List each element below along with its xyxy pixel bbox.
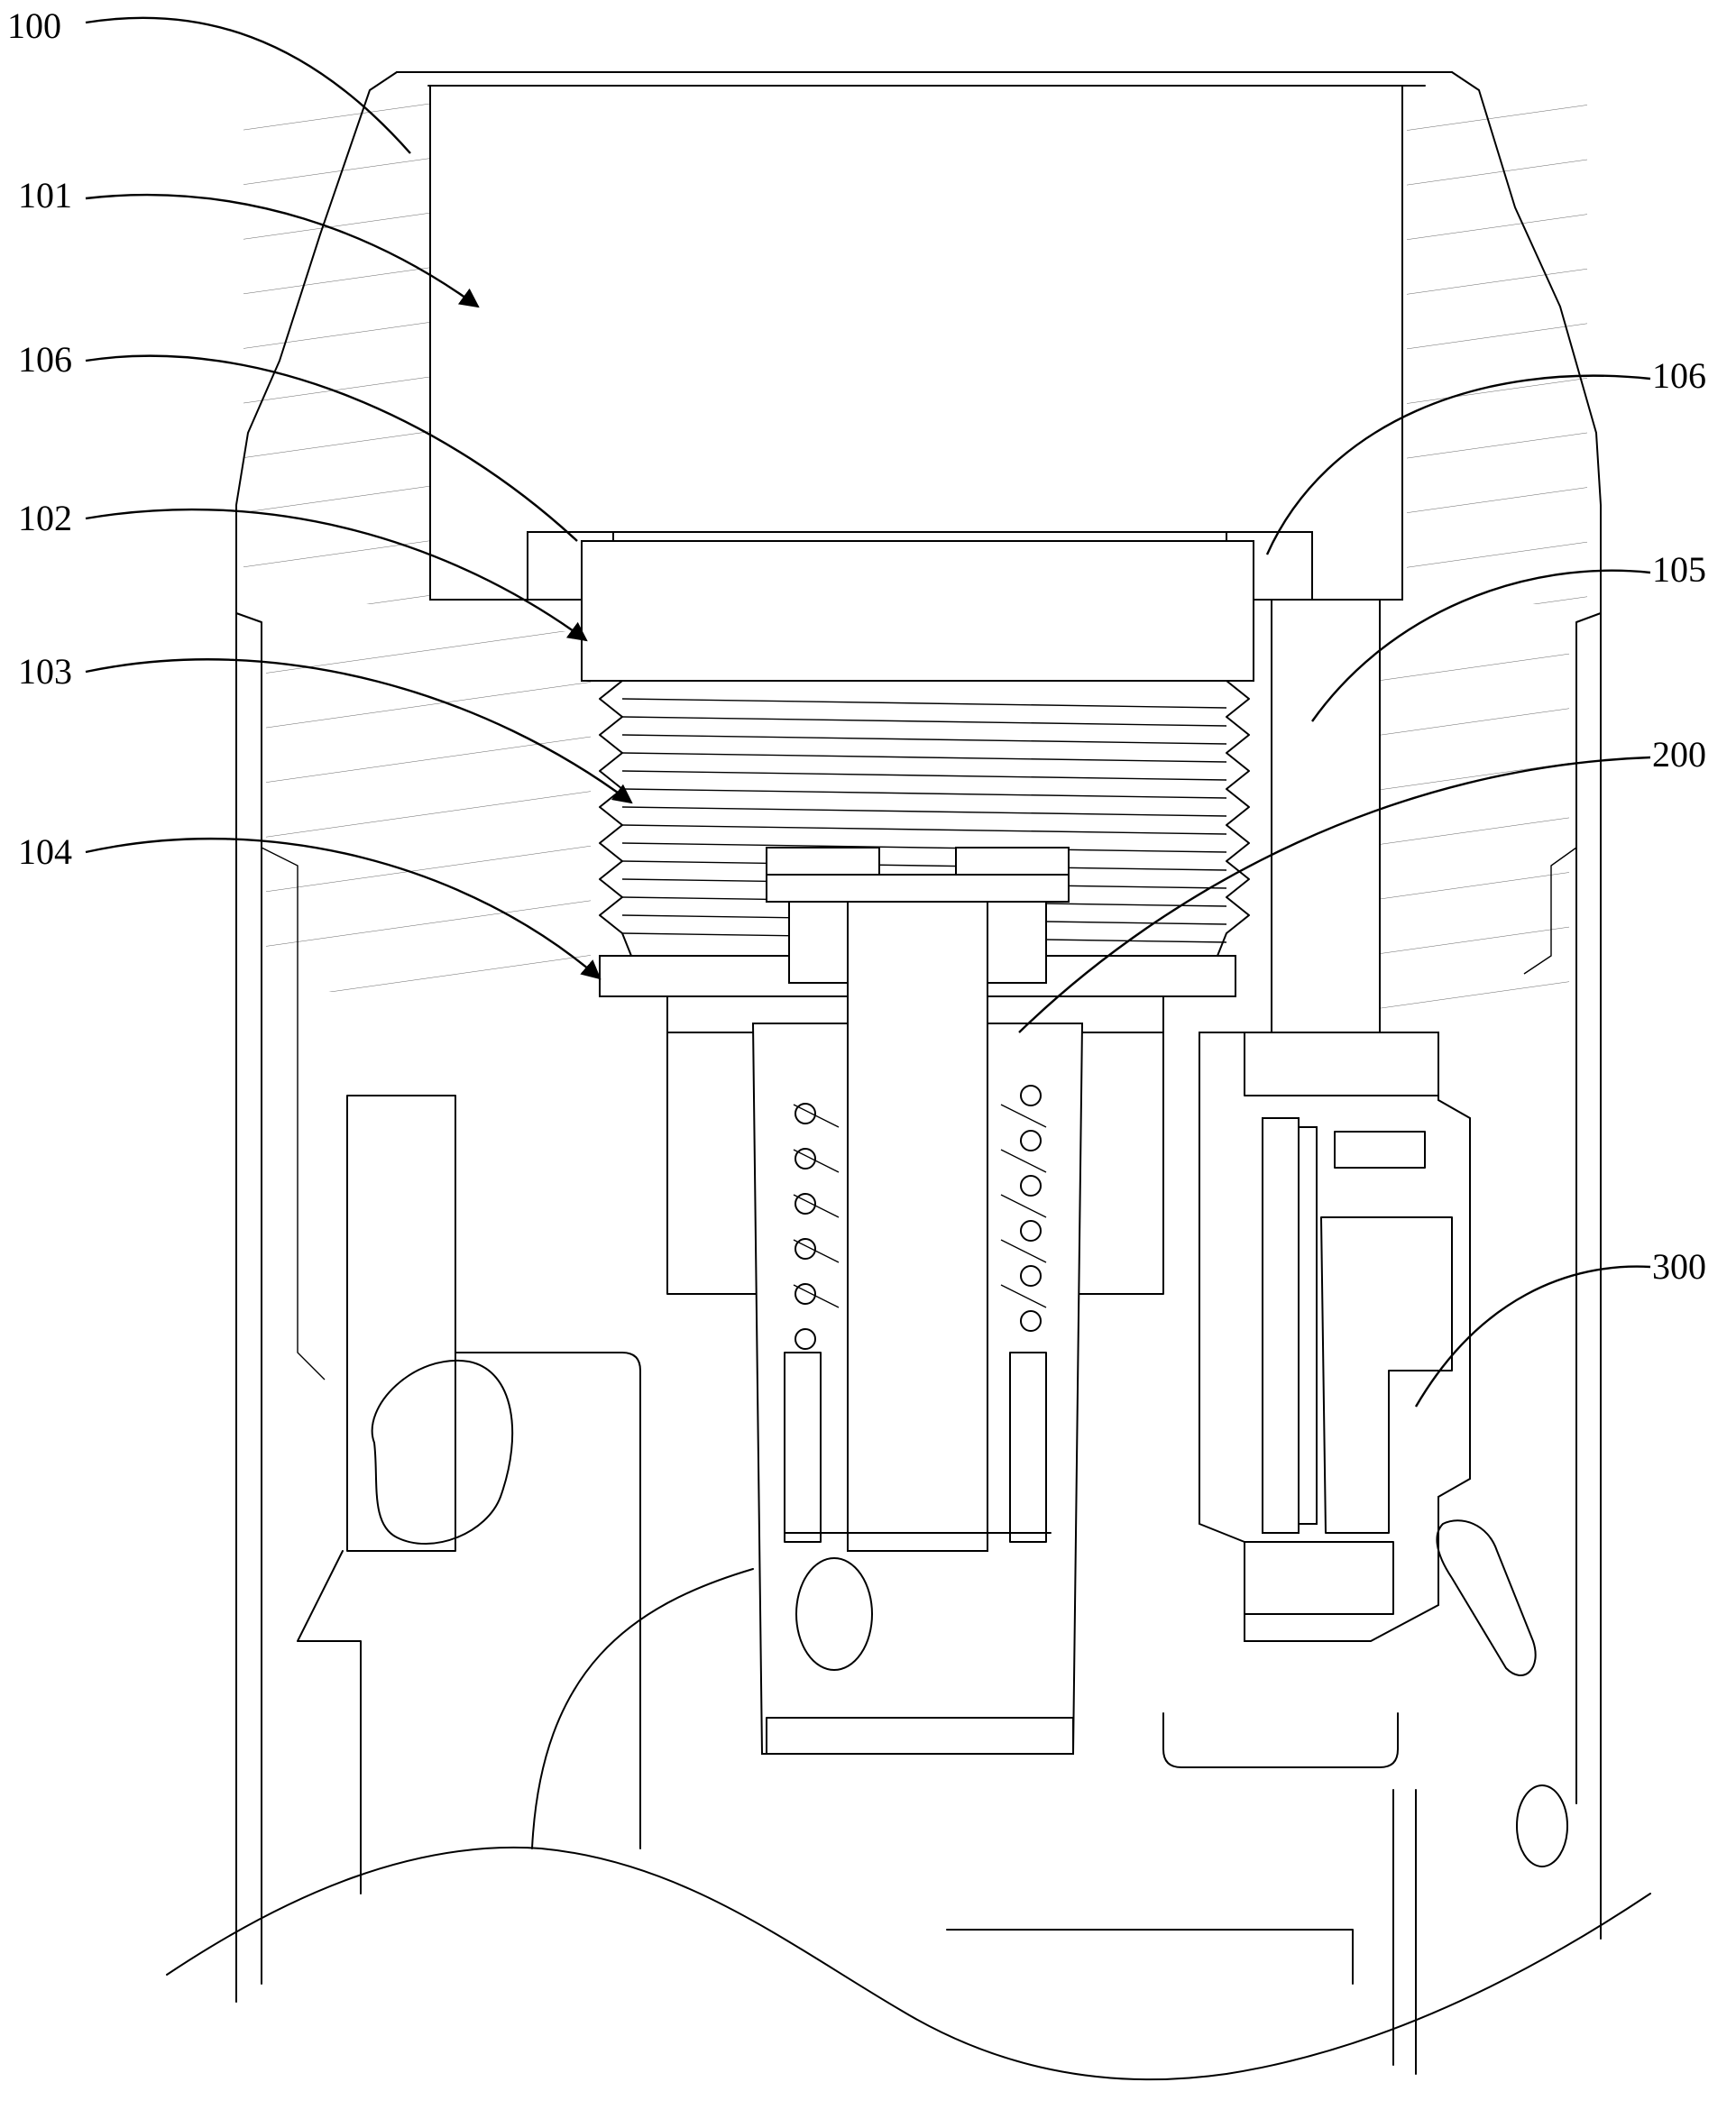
valve-stem bbox=[847, 901, 988, 1552]
left-flow-curve bbox=[531, 1568, 754, 1849]
upper-chamber bbox=[429, 85, 1403, 601]
valve-side-port bbox=[795, 1557, 873, 1671]
leader-102 bbox=[85, 508, 588, 642]
chamber-opening bbox=[429, 85, 1403, 601]
left-hatched-rib bbox=[346, 1095, 456, 1552]
left-o-ring bbox=[371, 1359, 514, 1546]
leader-103 bbox=[85, 658, 633, 804]
sensor-board-left bbox=[1262, 1117, 1300, 1534]
valve-cap-left bbox=[766, 847, 880, 876]
leader-106-right bbox=[1265, 374, 1651, 555]
leader-300 bbox=[1414, 1265, 1651, 1408]
lower-base bbox=[166, 1712, 1651, 2081]
plug-thread-profile-left bbox=[599, 680, 632, 957]
leader-101 bbox=[85, 193, 480, 308]
outer-housing bbox=[235, 71, 1602, 2003]
plug-cap bbox=[581, 540, 1254, 682]
valve-right-guide bbox=[1009, 1352, 1047, 1543]
left-inner-passage bbox=[455, 1352, 641, 1849]
sensor-top-clip bbox=[1334, 1131, 1426, 1169]
plug-thread-profile-right bbox=[1217, 680, 1250, 957]
spring-coils bbox=[793, 1085, 1047, 1350]
label-200: 200 bbox=[1652, 734, 1706, 775]
housing-shading-left-mid bbox=[266, 631, 591, 992]
sensor-top-cap bbox=[1244, 1032, 1439, 1096]
sensor-board-thin bbox=[1298, 1126, 1318, 1525]
valve-cap-right bbox=[955, 847, 1070, 876]
label-103: 103 bbox=[18, 651, 72, 692]
housing-shading-right-mid bbox=[1380, 631, 1569, 1010]
left-rib bbox=[297, 1095, 754, 1894]
label-101: 101 bbox=[18, 175, 72, 216]
sensor-bottom-cap bbox=[1244, 1541, 1394, 1615]
leader-104 bbox=[85, 837, 602, 980]
sensor-element bbox=[1320, 1216, 1453, 1534]
left-inner-curve bbox=[297, 1550, 362, 1894]
label-104: 104 bbox=[18, 831, 72, 872]
base-lower-ledge bbox=[946, 1929, 1354, 1985]
label-300: 300 bbox=[1652, 1246, 1706, 1287]
leader-lines bbox=[85, 16, 1651, 1408]
label-102: 102 bbox=[18, 498, 72, 538]
label-105: 105 bbox=[1652, 549, 1706, 590]
label-106-left: 106 bbox=[18, 339, 72, 380]
lower-right-seal bbox=[1516, 1784, 1568, 1867]
valve-bottom-plate bbox=[766, 1717, 1074, 1755]
label-100: 100 bbox=[7, 5, 61, 46]
base-inner-step bbox=[1162, 1712, 1399, 1768]
base-wave-curve bbox=[166, 1846, 1651, 2081]
sensor-module-300 bbox=[1199, 1032, 1568, 1867]
sensor-housing-outer bbox=[1199, 1032, 1471, 1642]
valve-cap-base bbox=[766, 874, 1070, 903]
leader-100 bbox=[85, 16, 411, 154]
valve-core-assembly bbox=[666, 847, 1164, 1755]
leader-105 bbox=[1311, 569, 1651, 722]
valve-left-guide bbox=[784, 1352, 822, 1543]
housing-shading-right-top bbox=[1407, 99, 1587, 604]
housing-shading-left-top bbox=[243, 99, 433, 604]
leader-200 bbox=[1018, 756, 1651, 1033]
reference-labels: 100 101 106 102 103 104 106 105 200 300 bbox=[7, 5, 1706, 1287]
label-106-right: 106 bbox=[1652, 355, 1706, 396]
sensor-side-seal bbox=[1436, 1519, 1537, 1677]
leader-106-left bbox=[85, 354, 578, 542]
